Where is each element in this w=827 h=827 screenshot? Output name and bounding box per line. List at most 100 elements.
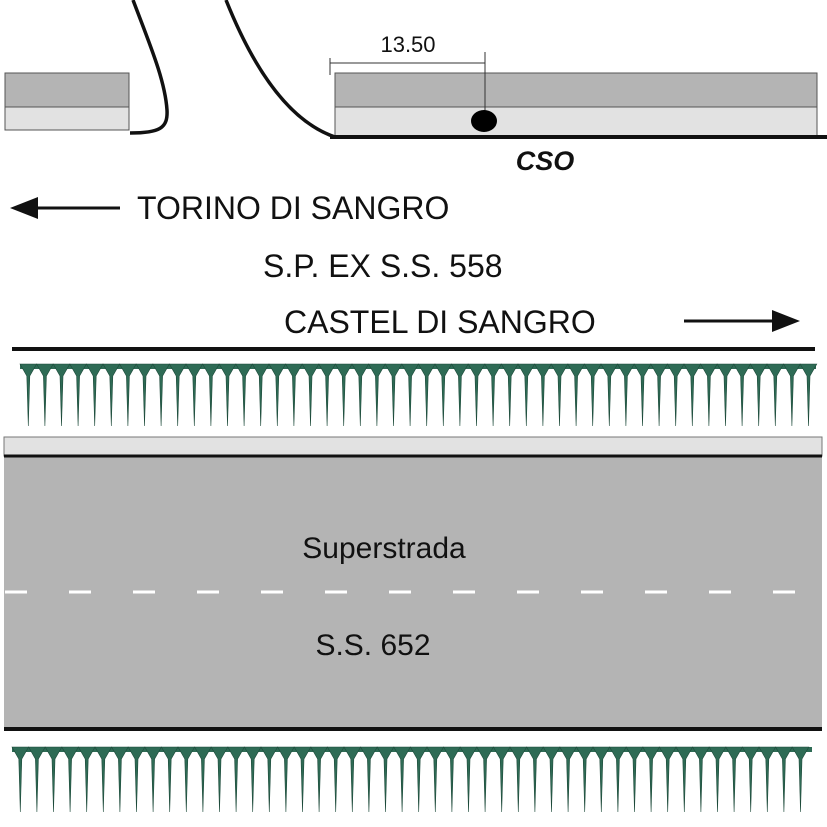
tree-icon xyxy=(509,746,528,813)
tree-icon xyxy=(666,363,685,427)
tree-icon xyxy=(758,746,777,813)
tree-icon xyxy=(102,363,121,427)
highway-label-upper: Superstrada xyxy=(302,532,466,565)
tree-icon xyxy=(766,363,785,427)
tree-icon xyxy=(135,363,154,427)
tree-icon xyxy=(650,363,668,427)
junction-curve-right xyxy=(224,0,336,139)
tree-icon xyxy=(467,363,486,427)
tree-icon xyxy=(334,363,353,427)
tree-icon xyxy=(749,363,768,427)
tree-icon xyxy=(799,363,818,427)
tree-icon xyxy=(409,746,428,813)
tree-icon xyxy=(77,746,96,813)
tree-icon xyxy=(44,746,63,813)
tree-icon xyxy=(443,746,461,813)
tree-icon xyxy=(683,363,702,427)
tree-icon xyxy=(783,363,801,427)
tree-icon xyxy=(19,363,38,427)
tree-icon xyxy=(227,746,245,813)
tree-icon xyxy=(609,746,627,813)
tree-icon xyxy=(360,746,378,813)
tree-icon xyxy=(376,746,395,813)
tree-icon xyxy=(343,746,362,813)
tree-row-top xyxy=(19,363,818,427)
tree-icon xyxy=(277,746,295,813)
tree-icon xyxy=(52,363,71,427)
tree-icon xyxy=(575,746,594,813)
tree-icon xyxy=(500,363,519,427)
tree-icon xyxy=(417,363,436,427)
tree-icon xyxy=(583,363,602,427)
tree-icon xyxy=(642,746,660,813)
tree-icon xyxy=(791,746,810,813)
road-name-label: S.P. EX S.S. 558 xyxy=(263,248,503,284)
tree-icon xyxy=(459,746,478,813)
tree-icon xyxy=(617,363,635,427)
tree-icon xyxy=(36,363,54,427)
tree-icon xyxy=(310,746,328,813)
tree-icon xyxy=(94,746,113,813)
tree-icon xyxy=(318,363,336,427)
junction-curve-left xyxy=(129,0,169,135)
tree-icon xyxy=(119,363,137,427)
dimension-label: 13.50 xyxy=(380,32,435,57)
tree-row-band xyxy=(20,364,816,369)
tree-icon xyxy=(476,746,494,813)
tree-icon xyxy=(61,746,79,813)
tree-icon xyxy=(202,363,220,427)
tree-icon xyxy=(741,746,760,813)
tree-icon xyxy=(69,363,87,427)
tree-icon xyxy=(484,363,502,427)
direction-right-label: CASTEL DI SANGRO xyxy=(284,304,596,340)
right-road-block xyxy=(330,72,827,139)
tree-icon xyxy=(384,363,403,427)
tree-icon xyxy=(85,363,104,427)
tree-icon xyxy=(393,746,411,813)
tree-icon xyxy=(11,746,30,813)
cso-label: CSO xyxy=(516,146,575,176)
tree-icon xyxy=(368,363,386,427)
tree-icon xyxy=(301,363,320,427)
tree-icon xyxy=(567,363,585,427)
tree-row-bottom xyxy=(11,746,812,813)
highway-label-lower: S.S. 652 xyxy=(315,629,430,662)
tree-icon xyxy=(268,363,287,427)
tree-icon xyxy=(716,363,735,427)
tree-icon xyxy=(260,746,279,813)
tree-icon xyxy=(775,746,793,813)
tree-icon xyxy=(285,363,303,427)
filled-circle-icon xyxy=(471,110,497,132)
tree-icon xyxy=(210,746,229,813)
tree-icon xyxy=(700,363,718,427)
tree-icon xyxy=(550,363,569,427)
tree-icon xyxy=(542,746,561,813)
tree-icon xyxy=(675,746,694,813)
tree-icon xyxy=(111,746,129,813)
tree-icon xyxy=(633,363,652,427)
tree-icon xyxy=(592,746,611,813)
tree-icon xyxy=(251,363,270,427)
highway-section: Superstrada S.S. 652 xyxy=(3,436,823,731)
dimension-marker: 13.50 xyxy=(329,32,486,115)
tree-icon xyxy=(243,746,262,813)
tree-icon xyxy=(351,363,370,427)
tree-icon xyxy=(127,746,146,813)
tree-icon xyxy=(28,746,46,813)
tree-icon xyxy=(600,363,619,427)
left-road-block xyxy=(4,72,130,131)
tree-icon xyxy=(625,746,644,813)
direction-left-label: TORINO DI SANGRO xyxy=(137,190,449,226)
tree-icon xyxy=(725,746,743,813)
tree-icon xyxy=(434,363,453,427)
tree-icon xyxy=(534,363,552,427)
tree-icon xyxy=(708,746,727,813)
tree-icon xyxy=(194,746,212,813)
tree-icon xyxy=(658,746,677,813)
tree-icon xyxy=(326,746,345,813)
tree-icon xyxy=(426,746,445,813)
tree-icon xyxy=(293,746,312,813)
tree-icon xyxy=(152,363,170,427)
tree-icon xyxy=(218,363,237,427)
